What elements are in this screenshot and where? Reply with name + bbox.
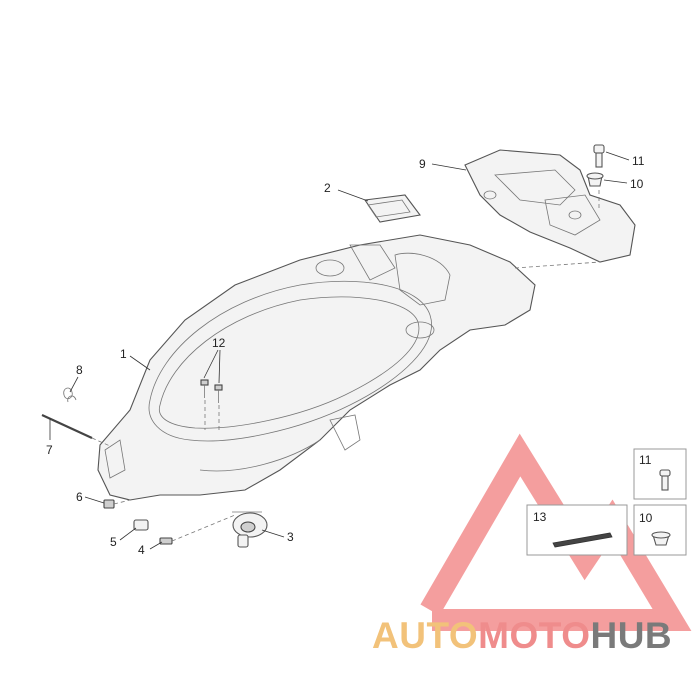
- watermark-moto: MOTO: [478, 615, 590, 656]
- callout-2: 2: [324, 181, 331, 195]
- callout-1: 1: [120, 347, 127, 361]
- callout-5: 5: [110, 535, 117, 549]
- part-6-nut: [103, 499, 115, 509]
- part-3-lock: [232, 511, 268, 548]
- part-13-strip: [552, 532, 613, 548]
- inset-box-11: 11: [633, 448, 687, 500]
- watermark-hub: HUB: [590, 615, 672, 656]
- watermark-text: AUTOMOTOHUB: [372, 615, 672, 656]
- part-12-screws: [200, 379, 223, 403]
- part-9-grab-rail: [464, 149, 636, 263]
- inset-label-10: 10: [639, 511, 653, 525]
- callout-4: 4: [138, 543, 145, 557]
- callouts: 1 2 3 4 5 6 7 8 9 10 11 12: [46, 154, 645, 557]
- part-8-clip: [63, 387, 77, 403]
- inset-label-11: 11: [639, 453, 652, 467]
- callout-3: 3: [287, 530, 294, 544]
- part-4-screw: [159, 537, 173, 545]
- leader-lines: [49, 151, 630, 550]
- callout-9: 9: [419, 157, 426, 171]
- callout-11: 11: [632, 154, 645, 168]
- part-7-rod: [41, 414, 111, 447]
- part-5-spacer: [133, 519, 149, 531]
- inset-label-13: 13: [533, 510, 547, 524]
- callout-6: 6: [76, 490, 83, 504]
- callout-8: 8: [76, 363, 83, 377]
- part-1-body: [97, 234, 536, 501]
- part-11-screw: [593, 144, 605, 168]
- part-2-cover: [364, 194, 421, 223]
- inset-box-10: 10: [633, 504, 687, 556]
- callout-12: 12: [212, 336, 226, 350]
- callout-7: 7: [46, 443, 53, 457]
- callout-10: 10: [630, 177, 644, 191]
- part-10-bush: [586, 172, 604, 187]
- inset-box-13: 13: [526, 504, 628, 556]
- watermark-auto: AUTO: [372, 615, 478, 656]
